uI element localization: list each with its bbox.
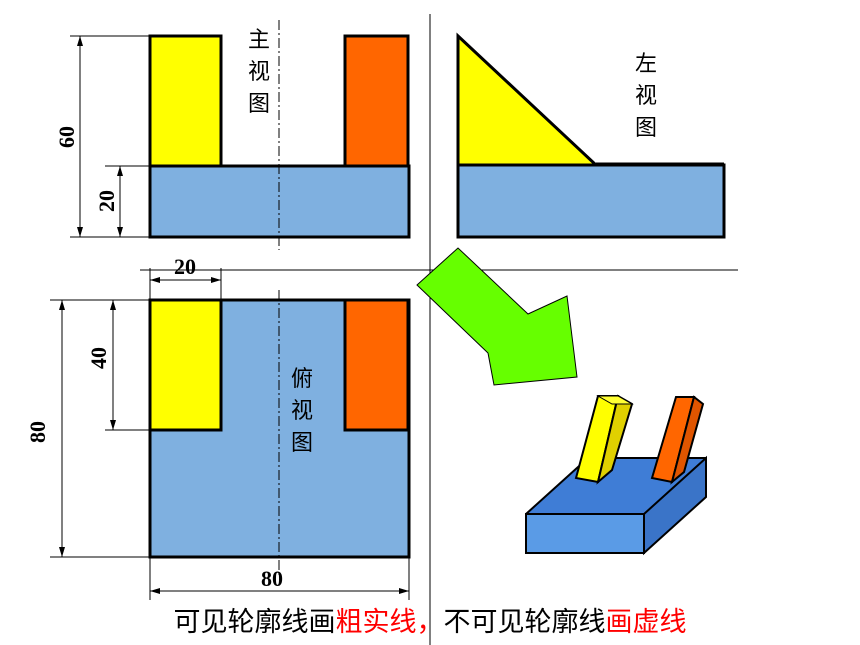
- arrowhead: [77, 36, 83, 46]
- green-arrow-icon: [416, 247, 578, 386]
- left-view-triangle-post: [456, 32, 600, 167]
- left-view: 左 视 图: [456, 32, 726, 239]
- arrowhead: [110, 300, 116, 310]
- arrowhead: [150, 277, 160, 283]
- top-view: 俯 视 图: [148, 290, 411, 575]
- dimension-text-20-top: 20: [174, 254, 196, 279]
- arrowhead: [117, 227, 123, 237]
- top-view-right-post: [343, 298, 410, 432]
- caption: 可见轮廓线画粗实线，不可见轮廓线画虚线: [0, 600, 860, 639]
- model-base-front: [525, 513, 645, 554]
- front-view-left-post: [148, 34, 223, 168]
- front-view-label-3: 图: [248, 92, 270, 117]
- caption-part-3: 不可见轮廓线: [443, 607, 606, 638]
- dimension-text-80-left: 80: [25, 421, 50, 443]
- left-view-label-2: 视: [635, 84, 657, 109]
- isometric-model: [525, 394, 707, 556]
- arrowhead: [211, 277, 221, 283]
- arrowhead: [77, 227, 83, 237]
- model-yellow-post-top: [596, 395, 634, 405]
- top-view-label-2: 视: [291, 399, 313, 424]
- caption-part-1: 可见轮廓线画: [173, 607, 336, 638]
- dimension-text-20: 20: [94, 190, 119, 212]
- arrowhead: [117, 166, 123, 176]
- dimension-text-40: 40: [86, 347, 111, 369]
- model-base-side: [643, 455, 707, 556]
- front-view-label-1: 主: [248, 28, 270, 53]
- top-view-left-post: [148, 298, 223, 432]
- dimension-text-60: 60: [54, 126, 79, 148]
- front-view-right-post: [343, 34, 410, 168]
- left-view-base: [456, 163, 726, 239]
- dimension-text-80-bottom: 80: [261, 566, 283, 591]
- arrowhead: [399, 588, 409, 594]
- arrowhead: [110, 420, 116, 430]
- top-view-label-1: 俯: [291, 367, 313, 392]
- arrowhead: [59, 547, 65, 557]
- front-view: 主 视 图: [148, 20, 411, 250]
- arrowhead: [59, 300, 65, 310]
- front-view-label-2: 视: [248, 60, 270, 85]
- caption-part-2: 粗实线，: [335, 607, 444, 638]
- left-view-label-1: 左: [635, 52, 657, 77]
- top-view-dimensions: 20 40 80 80: [25, 254, 410, 600]
- caption-part-4: 画虚线: [605, 607, 687, 638]
- model-orange-post-side: [670, 395, 705, 485]
- front-view-dimensions: 60 20: [54, 35, 150, 238]
- top-view-label-3: 图: [291, 431, 313, 456]
- left-view-label-3: 图: [635, 116, 657, 141]
- arrowhead: [150, 588, 160, 594]
